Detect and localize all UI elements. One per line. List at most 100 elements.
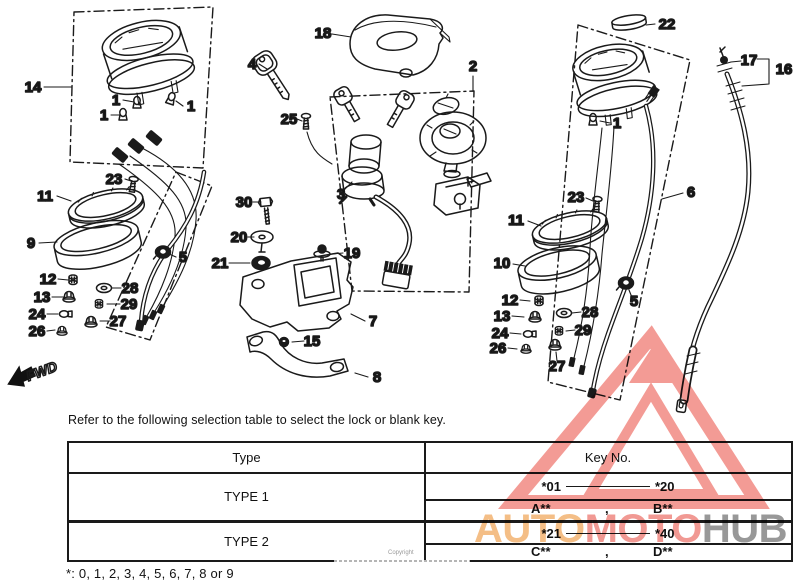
fwd-label: FWD [24,358,59,384]
callout-24: 24 [29,306,46,323]
range-dash [566,532,650,534]
meter-case-left [53,219,142,271]
speedometer-left [101,19,196,106]
fwd-arrow-icon [7,365,37,387]
callout-12: 12 [40,271,57,288]
callout-30: 30 [236,194,253,211]
callout-17: 17 [741,52,758,69]
right-speedometer-assembly [517,14,770,414]
type1-key-range: *01 *20 [425,474,791,498]
callout-29: 29 [121,296,138,313]
callout-28: 28 [582,304,599,321]
callout-21: 21 [212,255,229,272]
type2-key-range: *21 *40 [425,521,791,545]
wire-harness-left [118,147,197,317]
bulb-socket-icon [56,325,68,336]
callout-18: 18 [315,25,332,42]
key-code-separator: , [605,544,609,559]
bulb-icon [588,112,598,126]
callout-1: 1 [187,98,195,115]
callout-28: 28 [122,280,139,297]
switch-cover [349,14,451,78]
callout-27: 27 [110,313,127,330]
meter-ring-right [531,208,609,251]
key-blank [251,50,290,101]
setting-stay [246,330,349,378]
key-code-right: D** [653,544,673,559]
callout-13: 13 [494,308,511,325]
ignition-dashed-box [329,90,475,293]
fwd-marker: FWD [7,357,60,387]
nut-icon [554,325,564,336]
key-selection-table: Type Key No. TYPE 1 TYPE 2 *01 *20 A** ,… [67,441,793,562]
helmet-holder-lock [433,172,492,216]
cable-clamp-icon [615,276,635,291]
gasket-strip [611,14,648,31]
washer-part [250,230,274,253]
speedometer-cable-right [587,103,656,399]
meter-bracket [239,252,354,332]
socket-plug-icon [126,136,146,156]
socket-plug-icon [110,145,130,165]
key-range-start: *01 [541,478,561,494]
table-subrow-divider [425,543,791,545]
bulb-icon [522,330,537,338]
screw-icon [300,112,312,130]
callout-5: 5 [630,293,638,310]
row-label-type2: TYPE 2 [224,534,269,549]
key-range-start: *21 [541,525,561,541]
copyright-smudge [334,560,470,562]
callout-14: 14 [25,79,42,96]
connector-icon [577,364,587,376]
callout-27: 27 [549,358,566,375]
callout-2: 2 [469,58,477,75]
grommet-icon [251,255,271,271]
bracket-16-line [741,58,770,87]
socket-plug-icon [144,128,164,148]
table-header-divider [69,472,791,474]
callout-1: 1 [100,107,108,124]
callout-23: 23 [106,171,123,188]
table-row-divider [69,520,791,523]
column-header-key-no: Key No. [584,450,632,465]
nut-icon [68,274,78,286]
callout-26: 26 [490,340,507,357]
callout-20: 20 [231,229,248,246]
callout-15: 15 [304,333,321,350]
callout-9: 9 [27,235,35,252]
callout-10: 10 [494,255,511,272]
ignition-switch [333,86,415,290]
callout-7: 7 [369,313,377,330]
bulb-icon [118,107,128,121]
cable-clamp-icon [152,245,172,260]
bulb-icon [164,90,178,106]
type1-key-codes: A** , B** [425,499,791,520]
key-range-end: *20 [655,478,675,494]
left-dashed-box [69,6,214,169]
callout-1: 1 [112,92,120,109]
callout-11: 11 [508,212,524,229]
key-footnote: *: 0, 1, 2, 3, 4, 5, 6, 7, 8 or 9 [66,566,234,581]
callout-29: 29 [575,322,592,339]
washer-icon [555,307,573,319]
key-code-separator: , [605,501,609,516]
left-speedometer-assembly [53,6,214,341]
ignition-switch-assembly [239,14,492,378]
column-header-type: Type [232,450,261,465]
key-code-right: B** [653,501,673,516]
key-range-end: *40 [655,525,675,541]
callout-3: 3 [337,186,345,203]
wire-connector [381,260,413,290]
bulb-socket-icon [520,343,532,354]
meter-ring-left [67,186,145,229]
bulb-socket-icon [528,310,542,323]
key-code-left: C** [531,544,551,559]
speedometer-long-cable [675,46,752,414]
callout-26: 26 [29,323,46,340]
range-dash [566,485,650,487]
callout-5: 5 [179,249,187,266]
fuel-filler-cap [419,93,487,179]
nut-icon [534,295,544,307]
